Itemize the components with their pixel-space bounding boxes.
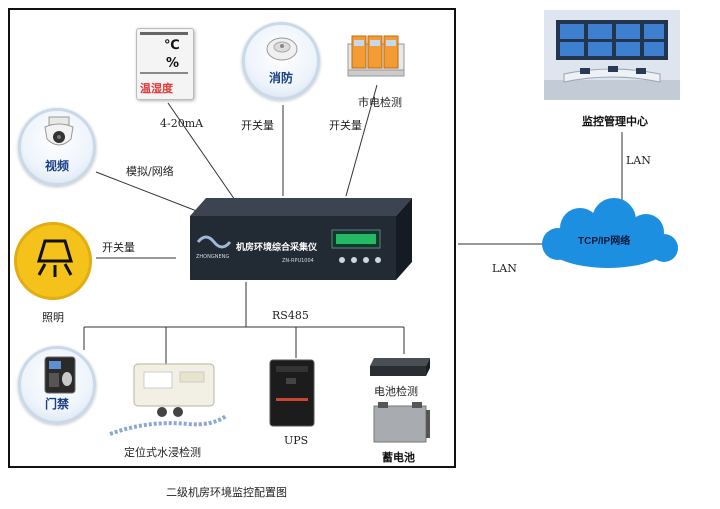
analog-420-label: 4-20mA (160, 117, 204, 130)
access-label: 门禁 (44, 397, 69, 411)
video-label: 视频 (44, 159, 69, 173)
fingerprint-reader-icon (44, 356, 76, 394)
switch-label-2: 开关量 (329, 119, 362, 132)
switch-label-1: 开关量 (241, 119, 274, 132)
water-detector-icon (108, 358, 228, 438)
analog-network-label: 模拟/网络 (126, 165, 174, 178)
surge-protector-icon (344, 30, 412, 80)
percent-symbol: % (166, 56, 180, 71)
hygrometer-tag: 温湿度 (140, 82, 173, 95)
ups-label: UPS (284, 434, 309, 447)
network-cloud: TCP/IP网络 (534, 196, 682, 278)
collector-device: 机房环境综合采集仪 ZN-RPU1004 ZHONGNENG (176, 196, 412, 282)
lan-horizontal-label: LAN (492, 262, 517, 275)
ups-icon (266, 358, 320, 428)
device-title: 机房环境综合采集仪 (236, 243, 318, 253)
control-room-image (544, 10, 680, 100)
device-brand: ZHONGNENG (196, 254, 230, 260)
smoke-detector-icon (266, 37, 298, 61)
device-model: ZN-RPU1004 (282, 258, 314, 264)
lamp-icon (36, 239, 74, 277)
lan-vertical-label: LAN (626, 154, 651, 167)
dome-camera-icon (44, 116, 74, 146)
diagram-caption: 二级机房环境监控配置图 (166, 486, 287, 499)
fire-detector-circle: 消防 (242, 22, 320, 100)
celsius-symbol: ℃ (164, 38, 180, 53)
battery-detect-label: 电池检测 (374, 385, 418, 398)
mains-label: 市电检测 (358, 96, 402, 109)
access-circle: 门禁 (18, 346, 96, 424)
rs485-label: RS485 (272, 309, 309, 322)
hygrometer-icon: ℃ % 温湿度 (136, 28, 194, 100)
video-circle: 视频 (18, 108, 96, 186)
lighting-circle (14, 222, 92, 300)
monitor-center-label: 监控管理中心 (582, 115, 648, 128)
water-label: 定位式水浸检测 (124, 446, 201, 459)
battery-monitor-icon (368, 354, 434, 380)
battery-label: 蓄电池 (382, 451, 415, 464)
network-label: TCP/IP网络 (578, 236, 631, 247)
battery-icon (372, 400, 432, 444)
fire-label: 消防 (268, 71, 293, 85)
lighting-label: 照明 (42, 311, 64, 324)
switch-light-label: 开关量 (102, 241, 135, 254)
diagram-frame (8, 8, 456, 468)
